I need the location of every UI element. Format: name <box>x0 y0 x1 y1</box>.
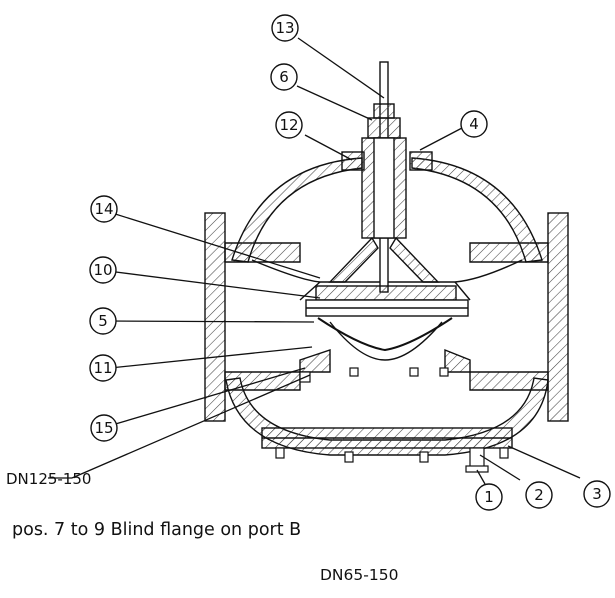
callout-4: 4 <box>460 110 488 138</box>
callout-3: 3 <box>583 480 611 508</box>
stem-assembly <box>305 61 469 361</box>
variant-size-label: DN125-150 <box>6 470 92 488</box>
callout-13-label: 13 <box>275 19 294 37</box>
callout-6: 6 <box>270 63 298 91</box>
callout-2-label: 2 <box>534 486 544 504</box>
callout-4-label: 4 <box>469 115 479 133</box>
caption-size-range: DN65-150 <box>320 566 399 584</box>
callout-14-label: 14 <box>94 200 113 218</box>
callout-11: 11 <box>89 354 117 382</box>
callout-1: 1 <box>475 483 503 511</box>
callout-13: 13 <box>271 14 299 42</box>
callout-14: 14 <box>90 195 118 223</box>
caption-note: pos. 7 to 9 Blind flange on port B <box>12 520 302 540</box>
callout-5-label: 5 <box>98 312 108 330</box>
valve-body <box>204 151 569 456</box>
diaphragm-plate <box>315 285 457 301</box>
callout-15: 15 <box>90 414 118 442</box>
callout-12: 12 <box>275 111 303 139</box>
callout-3-label: 3 <box>592 485 602 503</box>
callout-10-label: 10 <box>93 261 112 279</box>
diaphragm <box>317 317 453 352</box>
inlet-flange <box>204 212 226 422</box>
callout-1-label: 1 <box>484 488 494 506</box>
bolts <box>275 367 509 473</box>
callout-10: 10 <box>89 256 117 284</box>
callout-15-label: 15 <box>94 419 113 437</box>
callout-6-label: 6 <box>279 68 289 86</box>
callout-5: 5 <box>89 307 117 335</box>
leader-lines <box>48 37 581 485</box>
callout-2: 2 <box>525 481 553 509</box>
outlet-flange <box>547 212 569 422</box>
callout-11-label: 11 <box>93 359 112 377</box>
callout-12-label: 12 <box>279 116 298 134</box>
